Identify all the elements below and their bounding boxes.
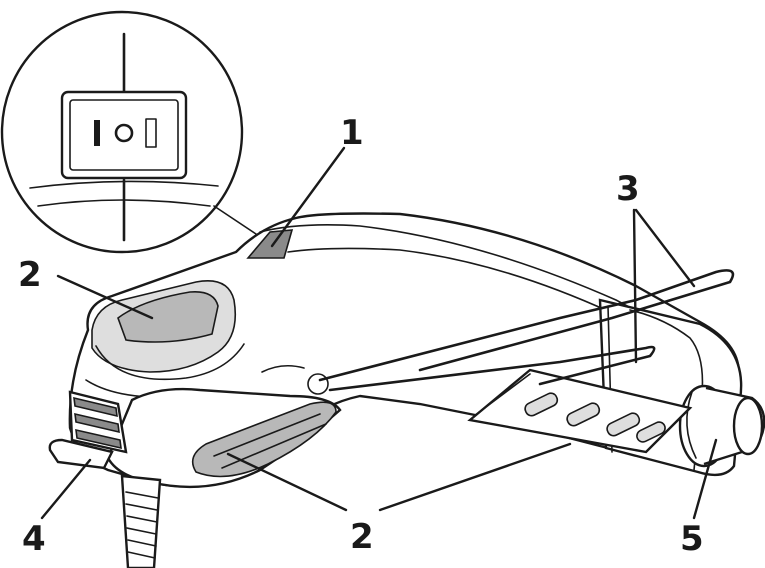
leader-5 (692, 438, 718, 520)
power-switch (246, 229, 294, 259)
leader-1 (270, 146, 346, 248)
heat-gun-body (48, 212, 765, 568)
nozzle (678, 384, 765, 468)
switch-center-mark (114, 123, 134, 143)
leader-2-top (56, 274, 154, 320)
handle (106, 290, 342, 489)
callout-labels: 1 2 3 2 4 5 (18, 113, 704, 559)
stand-wire (307, 269, 735, 395)
callout-4: 4 (22, 519, 46, 559)
power-cord (120, 474, 162, 568)
leader-3-b (632, 208, 638, 364)
switch-detail-inset (0, 10, 244, 254)
side-vent-plate (467, 368, 693, 454)
switch-off-mark (94, 120, 100, 146)
callout-1: 1 (340, 113, 364, 153)
switch-on-mark (145, 118, 157, 148)
leader-2-bottom-b (378, 442, 572, 512)
leader-lines (40, 146, 718, 520)
leader-2-bottom-a (226, 452, 348, 512)
callout-5: 5 (680, 519, 704, 559)
inset-connector-line (213, 205, 263, 239)
rear-vent-grille (48, 390, 128, 470)
leader-4 (40, 458, 92, 520)
callout-2-top: 2 (18, 255, 42, 295)
callout-2-bottom: 2 (350, 517, 374, 557)
leader-3-a (634, 208, 696, 288)
callout-3: 3 (616, 169, 640, 209)
